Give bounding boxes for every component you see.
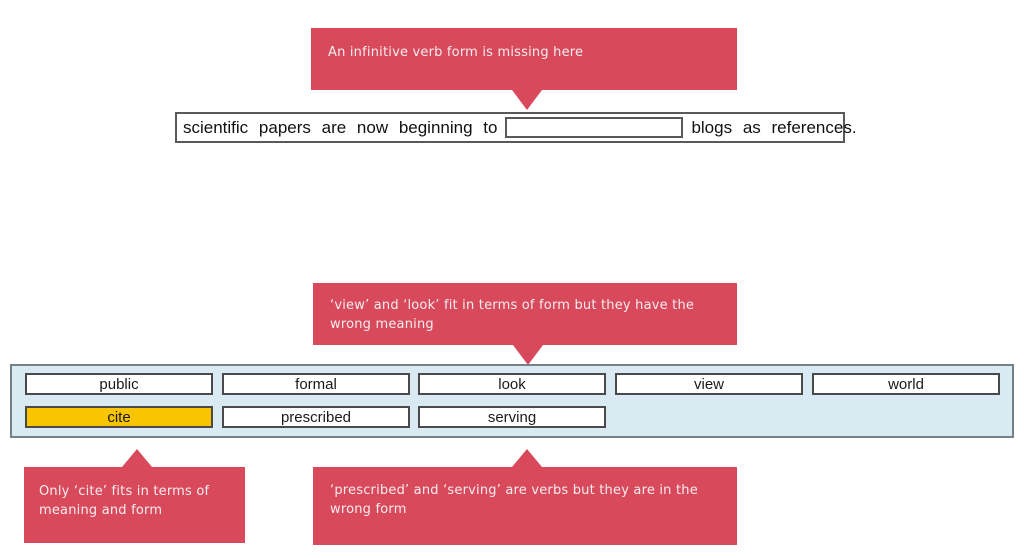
word-label: formal (295, 375, 337, 393)
callout-pointer-up-icon (122, 449, 152, 467)
callout-pointer-up-icon (512, 449, 542, 467)
word-tile-public[interactable]: public (25, 373, 213, 395)
callout-pointer-down-icon (513, 345, 543, 365)
word-tile-look[interactable]: look (418, 373, 606, 395)
word-tile-prescribed[interactable]: prescribed (222, 406, 410, 428)
annotation-only-cite-fits: Only ‘cite’ fits in terms of meaning and… (24, 467, 245, 543)
word-label: cite (107, 408, 131, 426)
word-tile-serving[interactable]: serving (418, 406, 606, 428)
sentence-strip: scientific papers are now beginning to b… (175, 112, 857, 143)
word-tile-cite-highlighted[interactable]: cite (25, 406, 213, 428)
word-label: world (888, 375, 924, 393)
sentence-after-blank: blogs as references. (691, 117, 857, 137)
word-tile-formal[interactable]: formal (222, 373, 410, 395)
word-bank: public formal look view world cite presc… (10, 364, 1014, 438)
annotation-text: An infinitive verb form is missing here (328, 45, 584, 60)
word-label: prescribed (280, 408, 352, 426)
word-label: serving (487, 408, 537, 426)
annotation-text: Only ‘cite’ fits in terms of meaning and… (39, 484, 210, 518)
annotation-prescribed-serving-wrong-form: ‘prescribed’ and ‘serving’ are verbs but… (313, 467, 737, 545)
annotation-infinitive-missing: An infinitive verb form is missing here (311, 28, 737, 90)
word-tile-world[interactable]: world (812, 373, 1000, 395)
answer-blank[interactable] (505, 117, 684, 138)
sentence-before-blank: scientific papers are now beginning to (183, 117, 498, 137)
annotation-text: ‘prescribed’ and ‘serving’ are verbs but… (330, 483, 698, 517)
callout-pointer-down-icon (512, 90, 542, 110)
word-tile-view[interactable]: view (615, 373, 803, 395)
word-label: public (99, 375, 139, 393)
word-label: look (498, 375, 526, 393)
annotation-view-look-wrong-meaning: ‘view’ and ‘look’ fit in terms of form b… (313, 283, 737, 345)
annotation-text: ‘view’ and ‘look’ fit in terms of form b… (330, 298, 695, 332)
word-label: view (693, 375, 724, 393)
